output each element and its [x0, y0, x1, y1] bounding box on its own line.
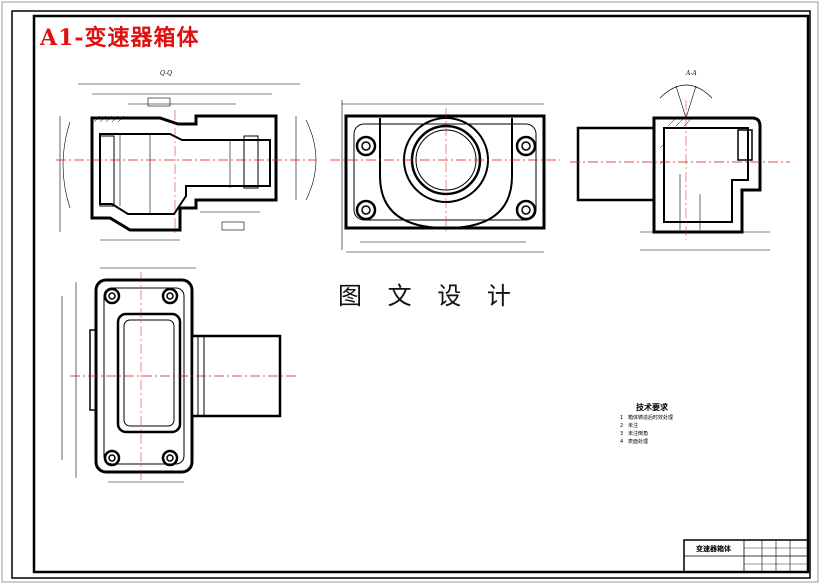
- view-section-qq: [56, 83, 317, 241]
- title-block: [683, 539, 809, 573]
- watermark-text: 图 文 设 计: [338, 282, 520, 310]
- view-top: [61, 267, 296, 483]
- view-front: [330, 100, 560, 253]
- title-block-part-name: 变速器箱体: [696, 545, 731, 553]
- section-label-side: A-A: [686, 70, 697, 77]
- section-label-main: Q-Q: [160, 70, 173, 77]
- view-section-aa: [570, 84, 790, 251]
- inner-border: [32, 14, 810, 574]
- frame-border: [11, 10, 811, 579]
- tech-requirements-heading: 技术要求: [636, 403, 668, 412]
- drawing-title: A1-变速器箱体: [40, 25, 200, 51]
